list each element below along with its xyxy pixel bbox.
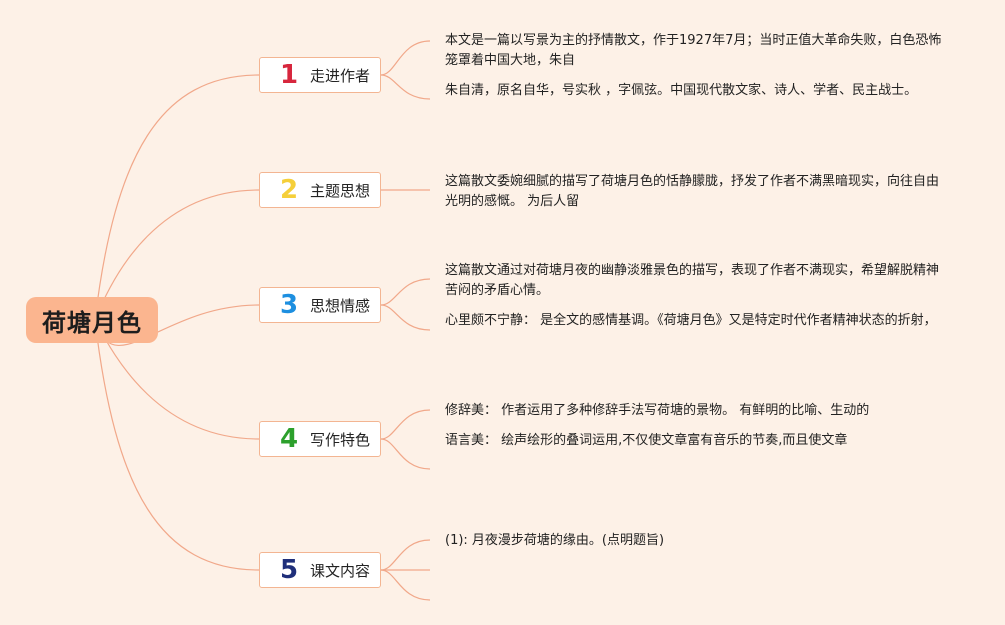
number-5-icon: 5	[279, 555, 299, 585]
connector-branch-1-leaf-2	[380, 74, 431, 100]
root-label: 荷塘月色	[42, 308, 142, 337]
leaf-2-1[interactable]: 这篇散文委婉细腻的描写了荷塘月色的恬静朦胧，抒发了作者不满黑暗现实，向往自由光明…	[445, 174, 940, 209]
branch-2-node[interactable]: 2 主题思想	[259, 172, 381, 208]
branch-5-label: 课文内容	[310, 561, 371, 580]
connector-branch-5-leaf-3	[380, 569, 431, 601]
branch-1-label: 走进作者	[310, 66, 371, 85]
connector-branch-4-leaf-2	[380, 438, 431, 470]
leaf-5-1[interactable]: (1): 月夜漫步荷塘的缘由。(点明题旨)	[445, 533, 665, 548]
branch-2-label: 主题思想	[310, 181, 371, 200]
connector-branch-4-leaf-1	[380, 409, 431, 440]
leaf-4-2[interactable]: 语言美： 绘声绘形的叠词运用,不仅使文章富有音乐的节奏,而且使文章	[445, 433, 848, 448]
branch-3-label: 思想情感	[310, 296, 371, 315]
connector-branch-3-leaf-2	[380, 304, 431, 331]
number-3-icon: 3	[279, 290, 299, 320]
branch-4-label: 写作特色	[310, 430, 371, 449]
branch-5-node[interactable]: 5 课文内容	[259, 552, 381, 588]
connector-root-branch-1	[94, 74, 260, 321]
leaf-3-1[interactable]: 这篇散文通过对荷塘月夜的幽静淡雅景色的描写，表现了作者不满现实，希望解脱精神苦闷…	[445, 263, 940, 298]
connector-branch-1-leaf-1	[380, 40, 431, 76]
connector-branch-3-leaf-1	[380, 278, 431, 306]
number-1-icon: 1	[279, 60, 299, 90]
number-2-icon: 2	[279, 175, 299, 205]
branch-4-node[interactable]: 4 写作特色	[259, 421, 381, 457]
connector-root-branch-5	[94, 319, 260, 571]
leaf-1-1[interactable]: 本文是一篇以写景为主的抒情散文，作于1927年7月；当时正值大革命失败，白色恐怖…	[445, 33, 942, 68]
leaf-3-2[interactable]: 心里颇不宁静： 是全文的感情基调。《荷塘月色》又是特定时代作者精神状态的折射，	[445, 313, 937, 328]
leaf-4-1[interactable]: 修辞美： 作者运用了多种修辞手法写荷塘的景物。 有鲜明的比喻、生动的	[445, 403, 870, 418]
number-4-icon: 4	[279, 424, 299, 454]
connector-branch-5-leaf-1	[380, 539, 431, 571]
leaf-1-2[interactable]: 朱自清，原名自华，号实秋 ，字佩弦。中国现代散文家、诗人、学者、民主战士。	[445, 83, 918, 98]
branch-3-node[interactable]: 3 思想情感	[259, 287, 381, 323]
root-node[interactable]: 荷塘月色	[26, 297, 158, 343]
branch-1-node[interactable]: 1 走进作者	[259, 57, 381, 93]
